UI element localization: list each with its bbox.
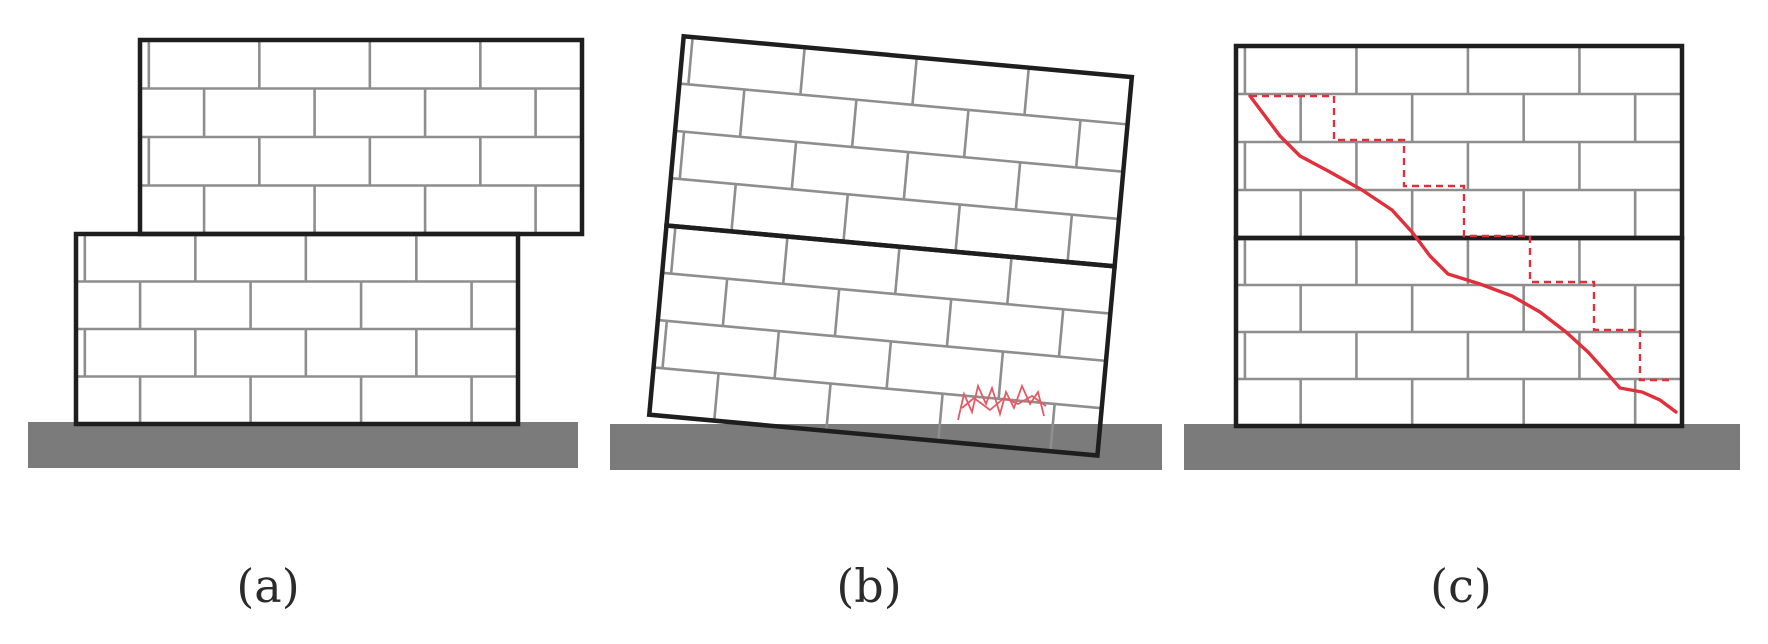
bed-joint	[674, 129, 1124, 173]
head-joint	[954, 204, 962, 252]
head-joint	[799, 47, 806, 95]
bed-joint	[662, 271, 1111, 315]
head-joint	[678, 131, 686, 180]
head-joint	[962, 109, 970, 158]
head-joint	[730, 183, 738, 232]
head-joint	[721, 278, 729, 327]
head-joint	[945, 298, 953, 347]
lower-wall-block-a	[73, 231, 521, 427]
head-joint	[1057, 309, 1065, 357]
head-joint	[1014, 162, 1022, 210]
head-joint	[937, 393, 944, 442]
lower-wall-block-b	[646, 223, 1118, 458]
head-joint	[842, 194, 850, 242]
ground-slab-a	[28, 422, 578, 468]
head-joint	[738, 89, 746, 137]
head-joint	[893, 246, 901, 295]
toe-crushing-crack-b	[957, 383, 1047, 421]
panel-label-c: (c)	[1430, 559, 1492, 613]
bed-joint	[670, 176, 1120, 221]
panel-b-rocking: (b)	[610, 33, 1162, 613]
panel-a-sliding: (a)	[28, 37, 585, 613]
panel-label-b: (b)	[836, 559, 901, 613]
rotated-wall-b	[646, 33, 1135, 458]
head-joint	[1049, 403, 1056, 452]
upper-wall-block-b	[664, 33, 1135, 269]
head-joint	[790, 141, 798, 190]
ground-slab-c	[1184, 424, 1740, 470]
lower-wall-block-c	[1233, 235, 1685, 429]
head-joint	[781, 236, 789, 284]
head-joint	[911, 57, 919, 105]
head-joint	[1074, 119, 1082, 168]
head-joint	[997, 351, 1005, 399]
head-joint	[902, 151, 910, 200]
panel-label-a: (a)	[236, 559, 299, 613]
bed-joint	[653, 366, 1102, 410]
head-joint	[824, 383, 832, 431]
head-joint	[712, 373, 720, 421]
upper-wall-block-a	[137, 37, 585, 237]
head-joint	[885, 341, 893, 389]
head-joint	[669, 226, 677, 274]
head-joint	[850, 99, 858, 148]
panel-c-diagonal-shear: (c)	[1184, 43, 1740, 613]
head-joint	[661, 320, 669, 369]
ground-slab-b	[610, 424, 1162, 470]
upper-wall-block-c	[1233, 43, 1685, 241]
head-joint	[1023, 67, 1031, 116]
head-joint	[833, 288, 841, 337]
head-joint	[1066, 214, 1074, 263]
head-joint	[687, 36, 694, 85]
head-joint	[773, 330, 781, 379]
bed-joint	[679, 82, 1128, 126]
diagonal-shear-crack-c	[1248, 94, 1678, 414]
stepped-crack-path-c	[1250, 94, 1672, 382]
bed-joint	[657, 318, 1107, 363]
head-joint	[1005, 256, 1013, 305]
